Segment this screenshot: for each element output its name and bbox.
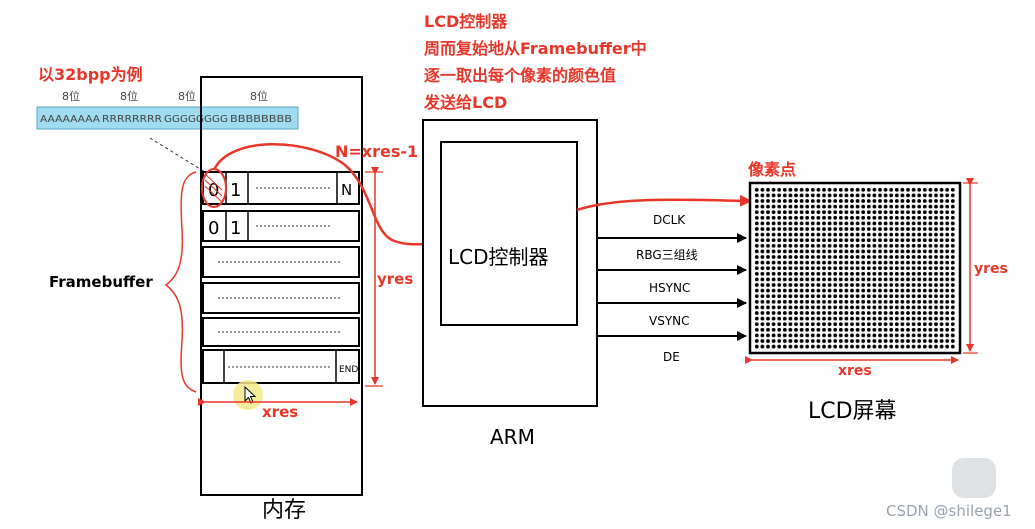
controller-note-line-4: 发送给LCD xyxy=(423,93,507,112)
signal-rgb: RBG三组线 xyxy=(636,248,698,262)
bits-a: AAAAAAAA xyxy=(40,114,100,125)
row0-pixel-1: 1 xyxy=(230,180,241,201)
memory-yres-label: yres xyxy=(377,270,413,288)
lcd-yres-label: yres xyxy=(974,261,1008,277)
fetch-arrow xyxy=(212,143,444,251)
watermark-text: CSDN @shilege1 xyxy=(886,502,1012,520)
bit-label-g: 8位 xyxy=(178,89,196,103)
row0-pixel-n: N xyxy=(341,181,352,199)
controller-note-line-1: LCD控制器 xyxy=(424,12,508,31)
signal-vsync: VSYNC xyxy=(649,314,690,328)
pixel-label: 像素点 xyxy=(748,160,796,179)
bit-label-b: 8位 xyxy=(250,89,268,103)
arm-label: ARM xyxy=(490,425,535,449)
memory-label: 内存 xyxy=(262,498,306,523)
signal-de: DE xyxy=(663,350,680,364)
row0-pixel-0: 0 xyxy=(208,180,219,201)
bit-label-r: 8位 xyxy=(120,89,138,103)
example-title: 以32bpp为例 xyxy=(38,65,143,84)
framebuffer-label: Framebuffer xyxy=(49,273,153,291)
lcd-controller-label: LCD控制器 xyxy=(448,245,549,269)
row1-pixel-1: 1 xyxy=(230,218,241,239)
row1-pixel-0: 0 xyxy=(208,218,219,239)
lcd-screen-label: LCD屏幕 xyxy=(808,399,897,424)
row-end-label: END xyxy=(339,365,358,375)
lcd-pixel-grid xyxy=(754,187,956,349)
zoom-guide-line xyxy=(149,137,206,173)
lcd-xres-label: xres xyxy=(838,363,872,379)
bit-label-a: 8位 xyxy=(62,89,80,103)
fb-row-2 xyxy=(202,246,360,278)
framebuffer-brace xyxy=(164,171,197,393)
memory-xres-label: xres xyxy=(262,403,298,421)
bits-g: GGGGGGGG xyxy=(164,114,228,125)
controller-note-line-3: 逐一取出每个像素的颜色值 xyxy=(424,66,616,85)
bits-r: RRRRRRRR xyxy=(102,114,162,125)
bits-b: BBBBBBBB xyxy=(230,114,292,125)
memory-block xyxy=(200,76,363,496)
watermark-logo xyxy=(952,458,996,498)
controller-note-line-2: 周而复始地从Framebuffer中 xyxy=(424,39,647,58)
signal-hsync: HSYNC xyxy=(649,281,690,295)
signal-dclk: DCLK xyxy=(653,213,686,227)
fb-row-4 xyxy=(202,317,360,347)
n-equals-label: N=xres-1 xyxy=(335,142,418,161)
output-arrow xyxy=(576,194,752,212)
pixel-bit-strip xyxy=(36,106,299,130)
fb-row-3 xyxy=(202,282,360,314)
lcd-controller-block xyxy=(440,141,578,326)
